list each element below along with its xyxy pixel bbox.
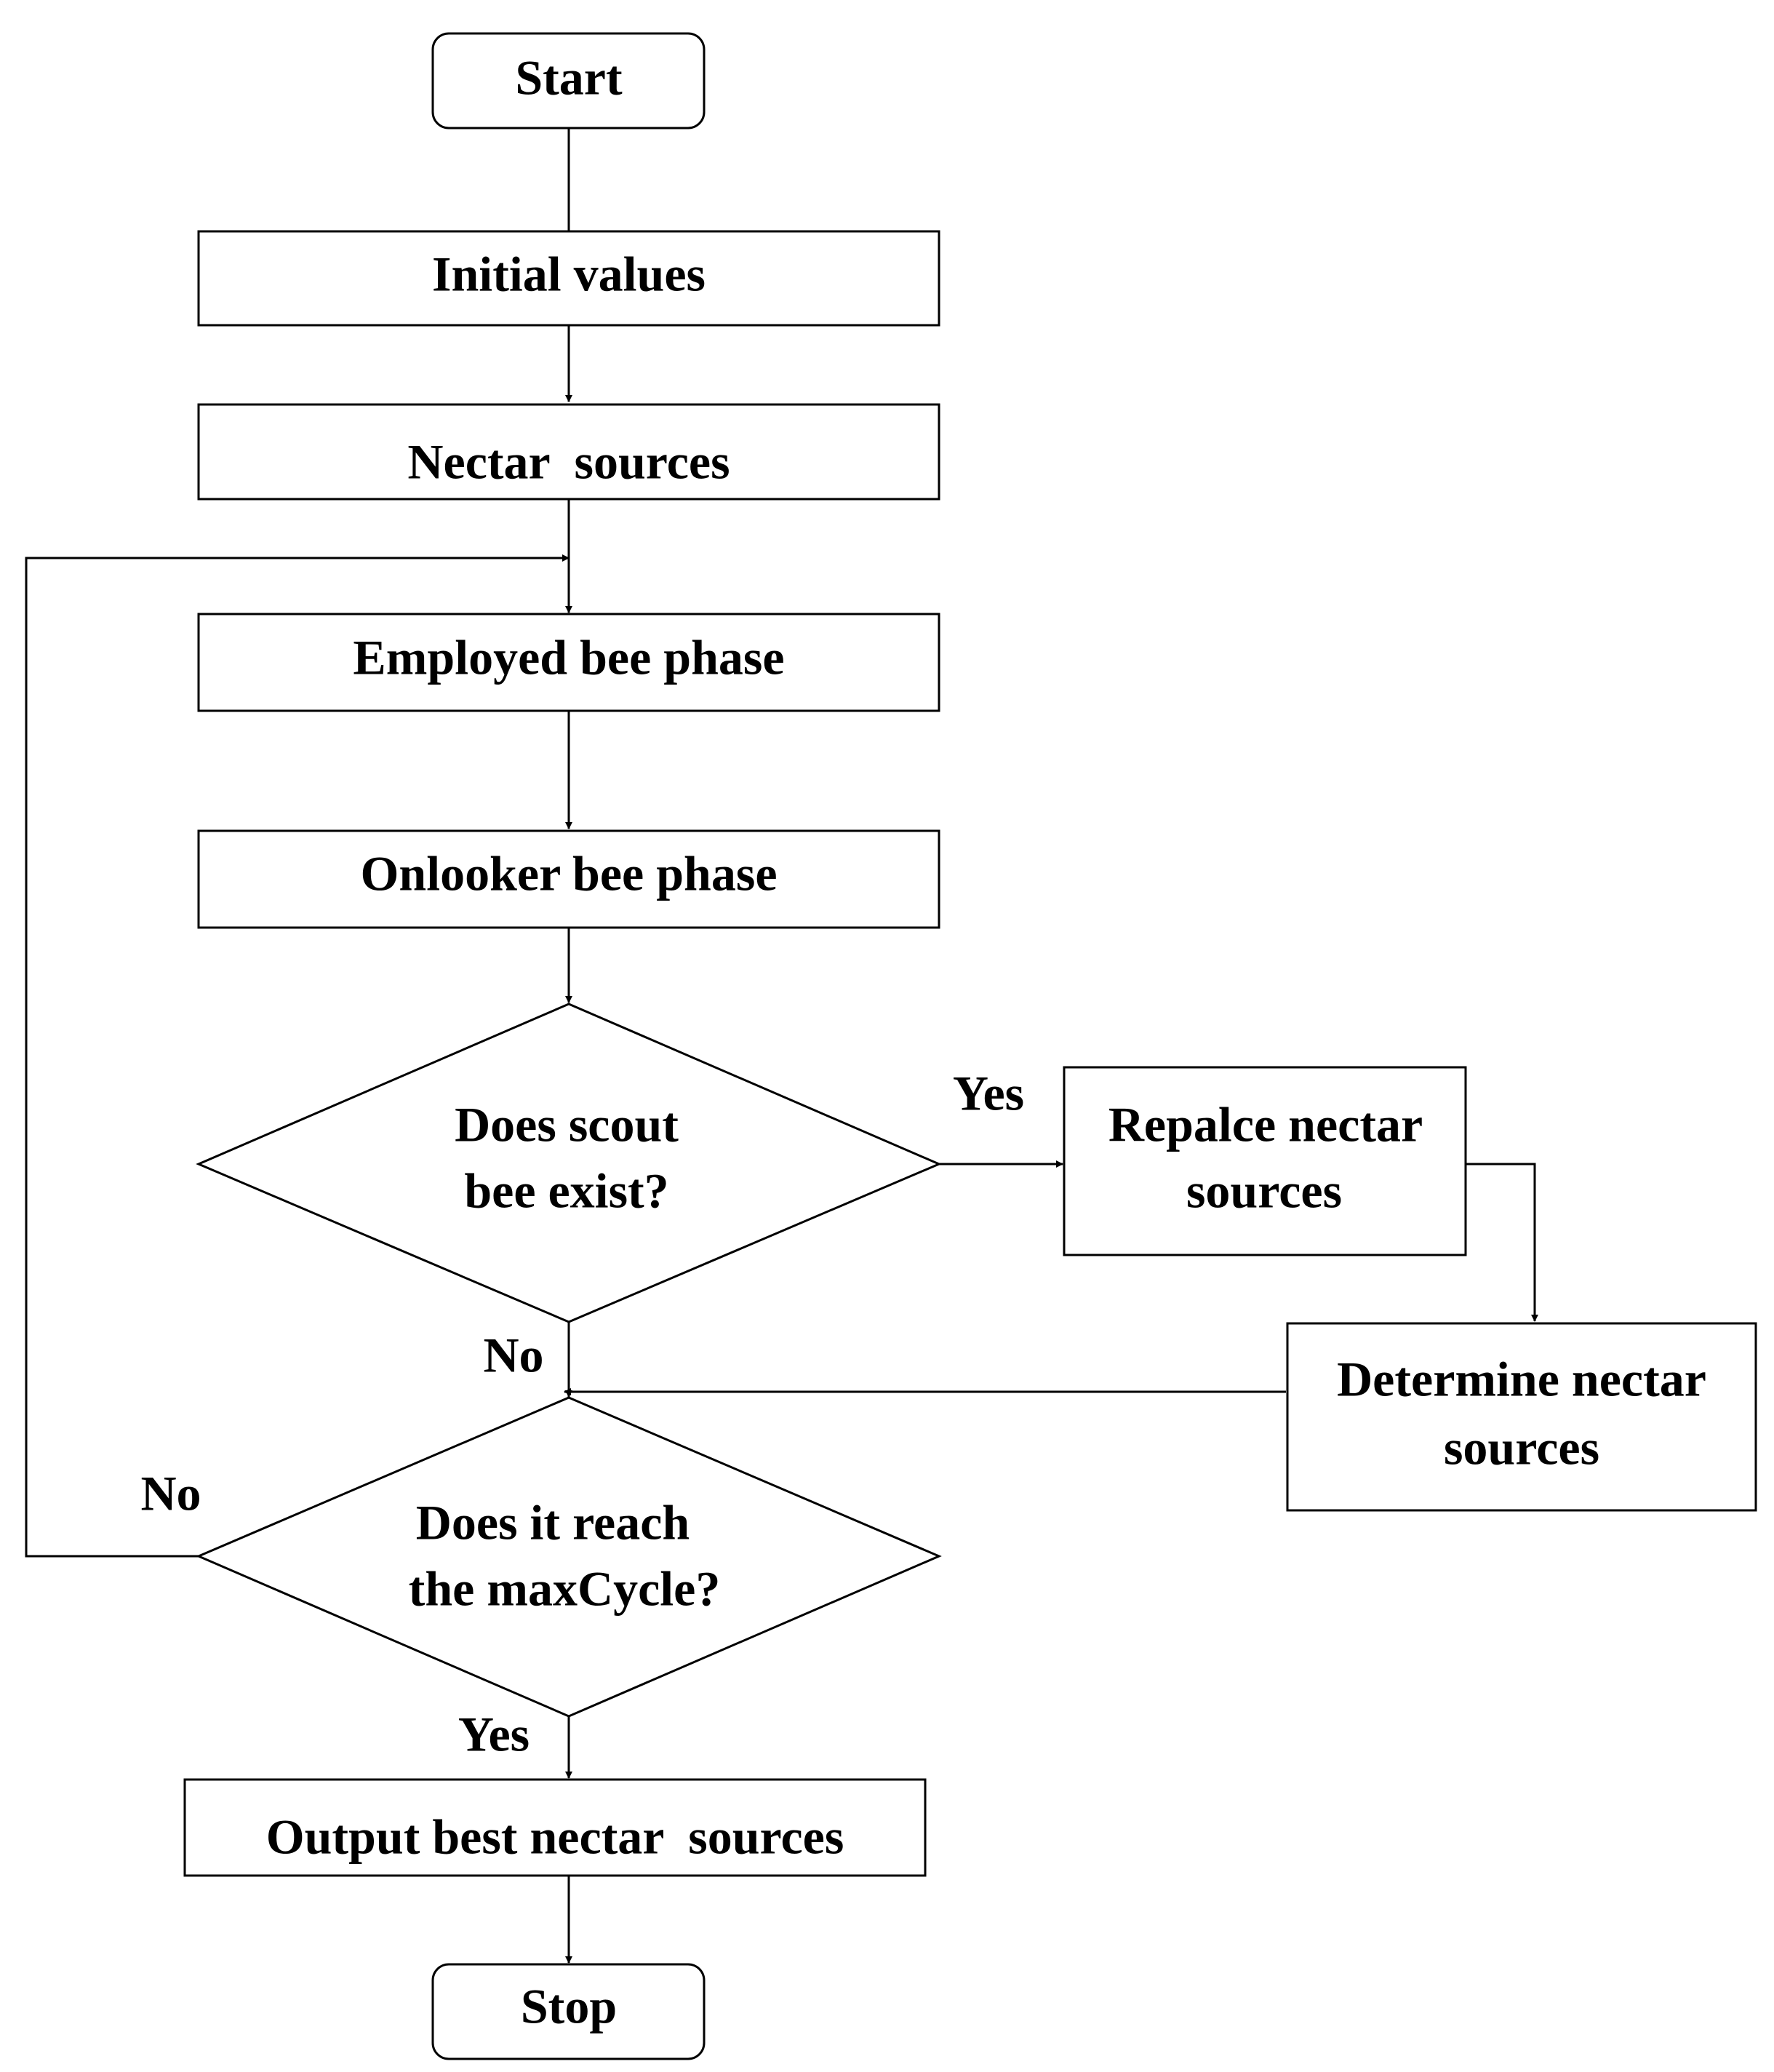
- connectors: [25, 128, 1538, 1964]
- node-maxcycle-decision: Does it reach the maxCycle?: [196, 1396, 942, 1718]
- initial-values-label: Initial values: [432, 247, 706, 302]
- output-best-box: [183, 1778, 927, 1877]
- start-label: Start: [515, 50, 623, 105]
- maxcycle-yes-label: Yes: [458, 1707, 530, 1762]
- replace-nectar-sources-line1: Repalce nectar: [1108, 1097, 1423, 1152]
- maxcycle-decision-line2: the maxCycle?: [409, 1561, 721, 1617]
- node-determine-nectar-sources: Determine nectar sources: [1286, 1322, 1757, 1512]
- edge-labels: Yes No No Yes: [140, 1066, 1024, 1762]
- determine-nectar-sources-line1: Determine nectar: [1337, 1352, 1706, 1407]
- node-scout-decision: Does scout bee exist?: [196, 1003, 942, 1323]
- edge-maxcycle-no-loop-to-employed: [25, 554, 570, 1558]
- onlooker-bee-phase-box: [197, 829, 940, 929]
- maxcycle-no-label: No: [140, 1466, 201, 1521]
- node-employed-bee-phase: Employed bee phase: [197, 613, 940, 712]
- employed-bee-phase-box: [197, 613, 940, 712]
- initial-values-box: [197, 230, 940, 327]
- stop-label: Stop: [521, 1979, 617, 2034]
- scout-no-label: No: [483, 1328, 543, 1383]
- determine-nectar-sources-line2: sources: [1444, 1420, 1599, 1475]
- employed-bee-phase-label: Employed bee phase: [353, 630, 784, 685]
- start-terminal: [431, 32, 706, 130]
- scout-yes-label: Yes: [953, 1066, 1024, 1121]
- node-start: Start: [431, 32, 706, 130]
- nectar-sources-box: [197, 403, 940, 501]
- node-stop: Stop: [431, 1963, 706, 2060]
- node-output-best: Output best nectar sources: [183, 1778, 927, 1877]
- scout-decision-diamond: [196, 1003, 942, 1323]
- node-initial-values: Initial values: [197, 230, 940, 327]
- replace-nectar-sources-line2: sources: [1186, 1163, 1342, 1219]
- maxcycle-decision-diamond: [196, 1396, 942, 1718]
- node-nectar-sources: Nectar sources: [197, 403, 940, 501]
- maxcycle-decision-line1: Does it reach: [416, 1495, 690, 1550]
- determine-nectar-sources-box: [1286, 1322, 1757, 1512]
- output-best-label: Output best nectar sources: [266, 1809, 844, 1865]
- nectar-sources-label: Nectar sources: [407, 434, 730, 490]
- stop-terminal: [431, 1963, 706, 2060]
- replace-nectar-sources-box: [1063, 1066, 1467, 1256]
- node-replace-nectar-sources: Repalce nectar sources: [1063, 1066, 1467, 1256]
- edge-replace-to-determine: [1466, 1163, 1538, 1322]
- onlooker-bee-phase-label: Onlooker bee phase: [360, 846, 777, 901]
- node-onlooker-bee-phase: Onlooker bee phase: [197, 829, 940, 929]
- scout-decision-line2: bee exist?: [464, 1163, 668, 1219]
- scout-decision-line1: Does scout: [455, 1097, 679, 1152]
